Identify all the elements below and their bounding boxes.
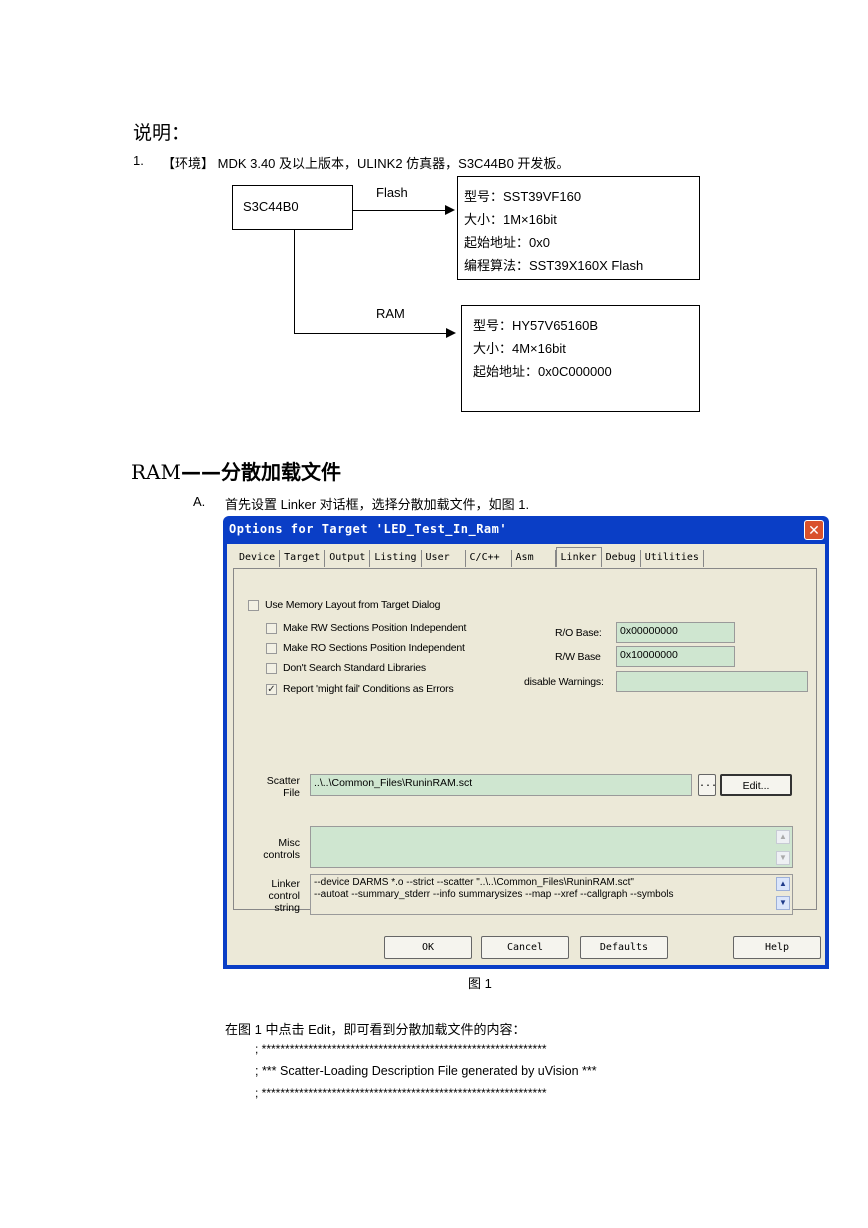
- ro-base-input[interactable]: 0x00000000: [616, 622, 735, 643]
- figure-caption: 图 1: [468, 976, 492, 991]
- scatter-label-line2: File: [283, 787, 300, 799]
- edit-button[interactable]: Edit...: [720, 774, 792, 796]
- flash-connector: [353, 210, 445, 211]
- use-memory-layout-label: Use Memory Layout from Target Dialog: [265, 599, 441, 611]
- heading-shuoming: 说明：: [133, 122, 191, 144]
- misc-scroll-up-icon[interactable]: ▲: [776, 830, 790, 844]
- linker-label-line1: Linker: [271, 878, 300, 890]
- flash-label: Flash: [376, 185, 408, 200]
- cancel-button[interactable]: Cancel: [481, 936, 569, 959]
- use-memory-layout-checkbox[interactable]: [248, 600, 259, 611]
- item-a-number: A.: [193, 494, 206, 509]
- section-title: RAM——分散加载文件: [131, 456, 341, 485]
- linker-label-line3: string: [274, 902, 300, 914]
- linker-scroll-down-icon[interactable]: ▼: [776, 896, 790, 910]
- flash-model: 型号：SST39VF160: [464, 189, 582, 204]
- disable-warnings-label: disable Warnings:: [524, 676, 604, 688]
- dialog-title: Options for Target 'LED_Test_In_Ram': [229, 522, 508, 536]
- tab-asm[interactable]: Asm: [512, 550, 556, 567]
- chip-label: S3C44B0: [243, 199, 299, 214]
- item-a-text: 首先设置 Linker 对话框，选择分散加载文件，如图 1.: [225, 497, 530, 512]
- scatter-label: Scatter File: [254, 775, 300, 799]
- misc-label-line2: controls: [263, 849, 300, 861]
- tab-output[interactable]: Output: [325, 550, 371, 567]
- flash-size: 大小：1M×16bit: [464, 212, 557, 227]
- misc-label-line1: Misc: [278, 837, 300, 849]
- code-line-1: ; **************************************…: [255, 1042, 547, 1056]
- browse-button[interactable]: ...: [698, 774, 717, 796]
- section-title-prefix: RAM: [131, 460, 181, 484]
- chip-box: S3C44B0: [232, 185, 353, 230]
- linker-label: Linker control string: [254, 878, 300, 914]
- scatter-file-input[interactable]: ..\..\Common_Files\RuninRAM.sct: [310, 774, 692, 796]
- close-icon[interactable]: ✕: [804, 520, 824, 540]
- options-dialog: Options for Target 'LED_Test_In_Ram' ✕ D…: [223, 516, 829, 969]
- flash-arrow-icon: [445, 205, 455, 215]
- edit-paragraph: 在图 1 中点击 Edit，即可看到分散加载文件的内容：: [225, 1022, 526, 1037]
- flash-start-address: 起始地址：0x0: [464, 235, 550, 250]
- tab-utilities[interactable]: Utilities: [641, 550, 704, 567]
- flash-algorithm: 编程算法：SST39X160X Flash: [464, 258, 644, 273]
- ram-size: 大小：4M×16bit: [473, 341, 566, 356]
- tab-debug[interactable]: Debug: [602, 550, 641, 567]
- code-line-2: ; *** Scatter-Loading Description File g…: [255, 1064, 597, 1078]
- tab-c-cpp[interactable]: C/C++: [466, 550, 512, 567]
- defaults-button[interactable]: Defaults: [580, 936, 668, 959]
- linker-scroll-up-icon[interactable]: ▲: [776, 877, 790, 891]
- make-rw-checkbox[interactable]: [266, 623, 277, 634]
- help-button[interactable]: Help: [733, 936, 821, 959]
- ram-model: 型号：HY57V65160B: [473, 318, 599, 333]
- linker-string-line-1: --device DARMS *.o --strict --scatter ".…: [314, 877, 634, 888]
- ram-start-address: 起始地址：0x0C000000: [473, 364, 612, 379]
- flash-info-box: 型号：SST39VF160 大小：1M×16bit 起始地址：0x0 编程算法：…: [457, 176, 700, 280]
- ro-base-label: R/O Base:: [555, 627, 602, 639]
- misc-scroll-down-icon[interactable]: ▼: [776, 851, 790, 865]
- tab-device[interactable]: Device: [235, 550, 281, 567]
- ram-connector-horizontal: [294, 333, 446, 334]
- make-rw-label: Make RW Sections Position Independent: [283, 622, 467, 634]
- ram-label: RAM: [376, 306, 405, 321]
- tab-target[interactable]: Target: [280, 550, 326, 567]
- ram-arrow-icon: [446, 328, 456, 338]
- linker-control-string-input[interactable]: --device DARMS *.o --strict --scatter ".…: [310, 874, 793, 915]
- dont-search-checkbox[interactable]: [266, 663, 277, 674]
- rw-base-label: R/W Base: [555, 651, 601, 663]
- report-label: Report 'might fail' Conditions as Errors: [283, 683, 454, 695]
- item-1-text: 【环境】 MDK 3.40 及以上版本，ULINK2 仿真器，S3C44B0 开…: [162, 156, 570, 171]
- linker-string-line-2: --autoat --summary_stderr --info summary…: [314, 889, 674, 900]
- code-line-3: ; **************************************…: [255, 1086, 547, 1100]
- ram-connector-vertical: [294, 230, 295, 334]
- tab-listing[interactable]: Listing: [370, 550, 422, 567]
- linker-panel: Use Memory Layout from Target Dialog Mak…: [233, 568, 817, 915]
- report-checkbox[interactable]: ✓: [266, 684, 277, 695]
- make-ro-checkbox[interactable]: [266, 643, 277, 654]
- ram-info-box: 型号：HY57V65160B 大小：4M×16bit 起始地址：0x0C0000…: [461, 305, 700, 412]
- linker-label-line2: control: [268, 890, 300, 902]
- section-title-rest: ——分散加载文件: [180, 460, 341, 484]
- dont-search-label: Don't Search Standard Libraries: [283, 662, 426, 674]
- scatter-label-line1: Scatter: [266, 775, 300, 787]
- tab-bar: Device Target Output Listing User C/C++ …: [235, 547, 704, 569]
- ok-button[interactable]: OK: [384, 936, 472, 959]
- misc-controls-input[interactable]: [310, 826, 793, 868]
- dialog-body: Device Target Output Listing User C/C++ …: [227, 544, 825, 965]
- disable-warnings-input[interactable]: [616, 671, 808, 692]
- make-ro-label: Make RO Sections Position Independent: [283, 642, 465, 654]
- tab-user[interactable]: User: [422, 550, 466, 567]
- tab-linker[interactable]: Linker: [555, 547, 602, 567]
- item-1-number: 1.: [133, 153, 144, 168]
- misc-label: Misc controls: [254, 837, 300, 861]
- rw-base-input[interactable]: 0x10000000: [616, 646, 735, 667]
